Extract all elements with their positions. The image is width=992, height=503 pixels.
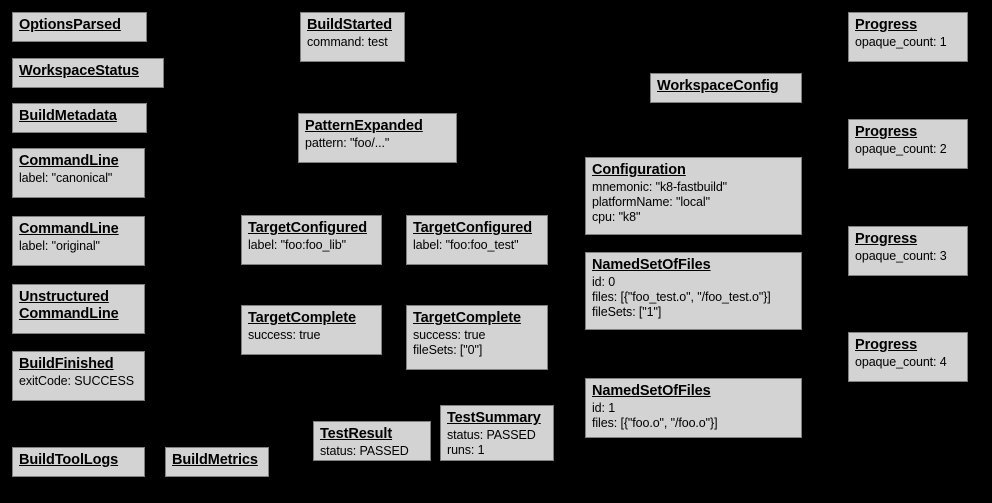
event-node-title: TargetComplete [248, 310, 356, 326]
event-node-field: status: PASSED [320, 444, 409, 459]
event-node-pattern-expanded[interactable]: PatternExpanded pattern: "foo/..." [298, 113, 457, 163]
event-node-build-started[interactable]: BuildStarted command: test [300, 12, 405, 62]
event-node-field: files: [{"foo.o", "/foo.o"}] [592, 415, 718, 430]
event-node-title: WorkspaceStatus [19, 63, 139, 79]
event-node-field: label: "foo:foo_test" [413, 238, 519, 253]
event-node-target-configured-foo-test[interactable]: TargetConfigured label: "foo:foo_test" [406, 215, 548, 265]
event-node-field: cpu: "k8" [592, 209, 641, 224]
event-node-title: BuildMetadata [19, 108, 117, 124]
event-node-title: TestResult [320, 426, 393, 442]
event-node-field: opaque_count: 2 [855, 142, 947, 157]
event-node-field: id: 1 [592, 401, 616, 416]
event-node-title: WorkspaceConfig [657, 78, 779, 94]
event-node-title: TestSummary [447, 410, 541, 426]
event-node-field: opaque_count: 4 [855, 355, 947, 370]
event-node-build-tool-logs[interactable]: BuildToolLogs [12, 447, 145, 477]
event-node-test-result[interactable]: TestResult status: PASSED [313, 421, 431, 461]
event-node-field: exitCode: SUCCESS [19, 374, 135, 389]
event-node-command-line-canonical[interactable]: CommandLine label: "canonical" [12, 148, 145, 198]
event-node-title: BuildToolLogs [19, 452, 119, 468]
event-node-title: Unstructured CommandLine [19, 289, 119, 323]
event-node-title: Progress [855, 124, 918, 140]
event-node-title: OptionsParsed [19, 17, 121, 33]
event-node-command-line-original[interactable]: CommandLine label: "original" [12, 216, 145, 266]
event-node-field: files: [{"foo_test.o", "/foo_test.o"}] [592, 289, 771, 304]
event-node-title: BuildFinished [19, 356, 114, 372]
event-node-progress-3[interactable]: Progress opaque_count: 3 [848, 226, 968, 276]
event-node-title: Progress [855, 337, 918, 353]
event-node-build-metrics[interactable]: BuildMetrics [165, 447, 269, 477]
event-node-title: NamedSetOfFiles [592, 383, 711, 399]
event-node-title: Configuration [592, 162, 686, 178]
event-node-target-complete-foo-lib[interactable]: TargetComplete success: true [241, 305, 382, 355]
event-node-field: success: true [248, 328, 321, 343]
event-node-field: opaque_count: 3 [855, 249, 947, 264]
event-node-title: TargetConfigured [248, 220, 367, 236]
event-node-field: mnemonic: "k8-fastbuild" [592, 180, 728, 195]
event-node-field: success: true [413, 328, 486, 343]
event-node-field: label: "foo:foo_lib" [248, 238, 346, 253]
event-node-field: pattern: "foo/..." [305, 136, 390, 151]
event-node-field: label: "original" [19, 239, 100, 254]
event-node-field: label: "canonical" [19, 171, 113, 186]
event-node-title: Progress [855, 231, 918, 247]
event-node-field: runs: 1 [447, 442, 485, 457]
event-node-progress-1[interactable]: Progress opaque_count: 1 [848, 12, 968, 62]
event-node-title: PatternExpanded [305, 118, 423, 134]
event-node-field: fileSets: ["1"] [592, 304, 662, 319]
event-node-title: NamedSetOfFiles [592, 257, 711, 273]
event-node-field: id: 0 [592, 275, 616, 290]
event-node-configuration[interactable]: Configuration mnemonic: "k8-fastbuild"pla… [585, 157, 802, 235]
event-node-build-finished[interactable]: BuildFinished exitCode: SUCCESS [12, 351, 145, 401]
event-node-title: CommandLine [19, 221, 119, 237]
event-node-field: status: PASSED [447, 428, 536, 443]
event-node-progress-2[interactable]: Progress opaque_count: 2 [848, 119, 968, 169]
event-node-title: CommandLine [19, 153, 119, 169]
event-node-title: BuildStarted [307, 17, 393, 33]
event-node-progress-4[interactable]: Progress opaque_count: 4 [848, 332, 968, 382]
event-node-field: fileSets: ["0"] [413, 342, 483, 357]
event-node-target-configured-foo-lib[interactable]: TargetConfigured label: "foo:foo_lib" [241, 215, 382, 265]
event-node-workspace-config[interactable]: WorkspaceConfig [650, 73, 802, 103]
event-node-options-parsed[interactable]: OptionsParsed [12, 12, 147, 42]
event-node-title: Progress [855, 17, 918, 33]
event-node-unstructured-command-line[interactable]: Unstructured CommandLine [12, 284, 145, 334]
event-node-field: platformName: "local" [592, 194, 710, 209]
event-node-build-metadata[interactable]: BuildMetadata [12, 103, 147, 133]
event-node-title: BuildMetrics [172, 452, 258, 468]
event-node-field: command: test [307, 35, 388, 50]
event-node-title: TargetConfigured [413, 220, 532, 236]
event-node-title: TargetComplete [413, 310, 521, 326]
event-node-workspace-status[interactable]: WorkspaceStatus [12, 58, 164, 88]
event-node-field: opaque_count: 1 [855, 35, 947, 50]
